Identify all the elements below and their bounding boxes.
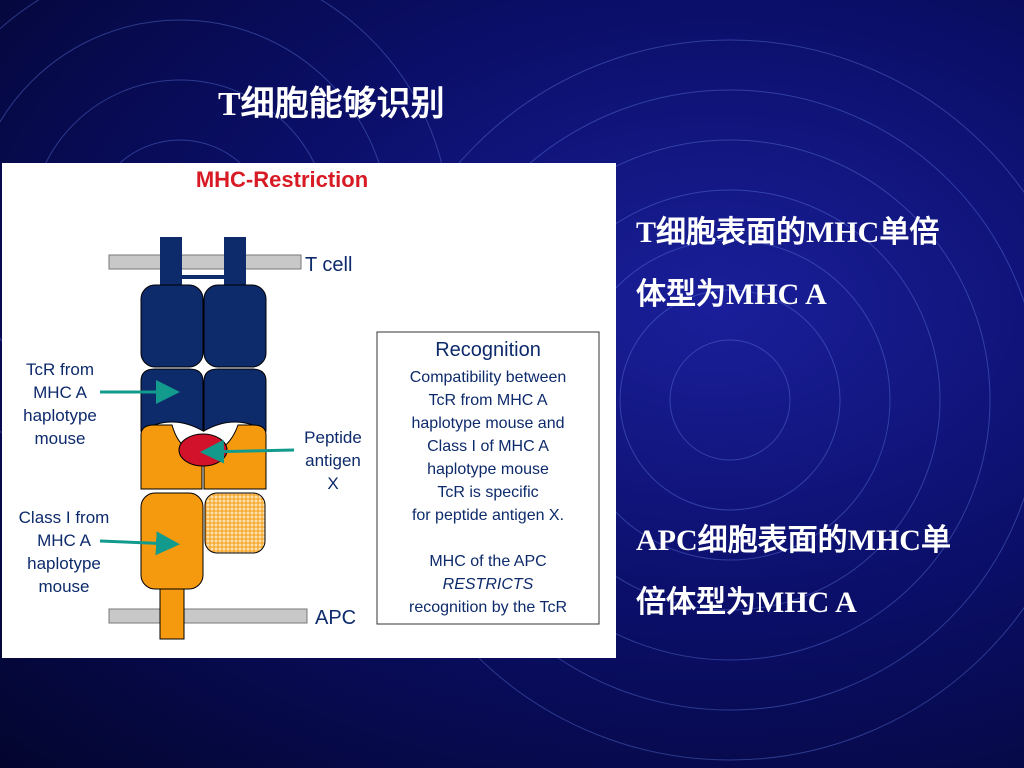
peptide-label-line: antigen	[305, 451, 361, 470]
tcr-stalk-left	[160, 237, 182, 291]
mhc-restriction-figure: MHC-Restriction T cell APC TcR from	[2, 163, 616, 658]
peptide-antigen	[178, 433, 228, 467]
tcr-domain-lower-left	[140, 368, 204, 432]
recognition-body-line: TcR from MHC A	[428, 392, 547, 409]
class1-label-line: haplotype	[27, 554, 101, 573]
class1-label-line: Class I from	[19, 508, 110, 527]
recognition-body-line: for peptide antigen X.	[412, 507, 564, 524]
mhc-transmembrane	[159, 588, 185, 640]
peptide-label-line: X	[327, 474, 338, 493]
tcr-stalk-right	[224, 237, 246, 291]
recognition-body-line: TcR is specific	[437, 484, 538, 501]
recognition-body-line: haplotype mouse and	[412, 415, 565, 432]
class1-label-line: mouse	[38, 577, 89, 596]
peptide-arrow	[200, 439, 295, 464]
recognition-heading: Recognition	[435, 339, 541, 361]
restrict-line: recognition by the TcR	[409, 599, 567, 616]
mhc-diagram: MHC-Restriction T cell APC TcR from	[19, 167, 600, 640]
recognition-body-line: haplotype mouse	[427, 461, 549, 478]
recognition-box	[376, 331, 600, 625]
t-cell-membrane	[108, 254, 302, 270]
tcr-label-line: mouse	[34, 429, 85, 448]
apc-label: APC	[315, 607, 356, 629]
tcr-label-line: MHC A	[33, 383, 88, 402]
apc-mhc-note: APC细胞表面的MHC单 倍体型为MHC A	[636, 510, 951, 634]
note-line: T细胞表面的MHC单倍	[636, 216, 940, 249]
figure-title: MHC-Restriction	[196, 167, 368, 192]
apc-membrane	[108, 608, 308, 624]
slide-title: T细胞能够识别	[218, 86, 445, 123]
class1-label-line: MHC A	[37, 531, 92, 550]
tcr-domain-upper-left	[140, 284, 204, 368]
tcr-label-line: haplotype	[23, 406, 97, 425]
note-line: 体型为MHC A	[636, 278, 827, 311]
tcr-disulfide	[182, 275, 224, 279]
tcr-label-line: TcR from	[26, 360, 94, 379]
tcr-domain-upper-right	[203, 284, 267, 368]
recognition-body-line: Compatibility between	[410, 369, 567, 386]
note-line: APC细胞表面的MHC单	[636, 524, 951, 557]
t-cell-label: T cell	[305, 254, 352, 276]
tcr-domain-lower-right	[203, 368, 267, 432]
recognition-body-line: Class I of MHC A	[427, 438, 549, 455]
note-line: 倍体型为MHC A	[636, 586, 857, 619]
restrict-line: RESTRICTS	[443, 576, 534, 593]
restrict-line: MHC of the APC	[429, 553, 546, 570]
mhc-domain-alpha3	[140, 492, 204, 590]
t-cell-mhc-note: T细胞表面的MHC单倍 体型为MHC A	[636, 202, 939, 326]
peptide-label-line: Peptide	[304, 428, 362, 447]
class1-arrow	[99, 531, 180, 556]
beta2-microglobulin	[204, 492, 266, 554]
